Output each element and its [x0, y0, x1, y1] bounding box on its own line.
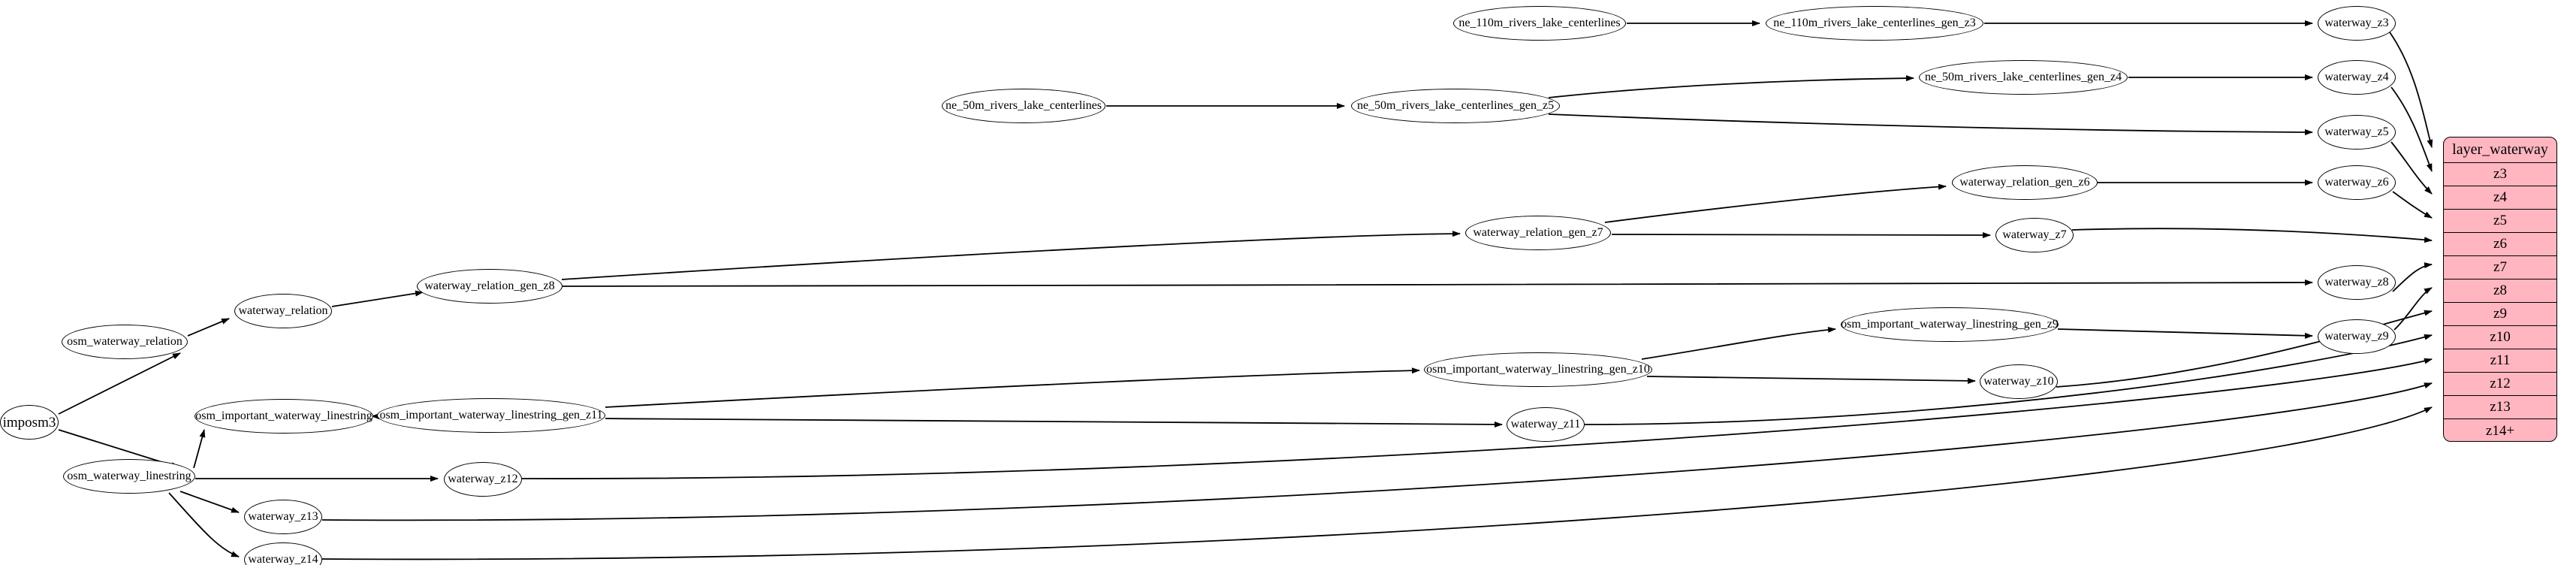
node-label: ne_110m_rivers_lake_centerlines_gen_z3	[1773, 17, 1976, 29]
node-waterway_z14[interactable]: waterway_z14	[244, 542, 322, 565]
table-row-z11[interactable]: z11	[2444, 349, 2556, 373]
edge-waterway_z14-to-table_z14	[321, 406, 2433, 560]
node-label: imposm3	[2, 414, 56, 431]
edge-waterway_relation_gen_z8-to-waterway_z8	[562, 279, 2313, 287]
edge-osm_important_waterway_linestring_gen_z10-to-osm_important_waterway_linestring_gen_z9	[1641, 326, 1836, 360]
node-label: waterway_z3	[2324, 17, 2389, 29]
node-label: ne_50m_rivers_lake_centerlines	[946, 99, 1102, 112]
node-label: osm_important_waterway_linestring	[195, 409, 373, 422]
node-waterway_z9[interactable]: waterway_z9	[2318, 319, 2396, 354]
edge-waterway_relation_gen_z7-to-waterway_z7	[1611, 231, 1991, 238]
edge-waterway_z6-to-table_z6	[2392, 191, 2433, 219]
edge-waterway_z9-to-table_z9	[2394, 287, 2433, 331]
node-osm_important_waterway_linestring[interactable]: osm_important_waterway_linestring	[195, 399, 373, 434]
node-label: osm_important_waterway_linestring_gen_z1…	[1426, 363, 1650, 376]
node-waterway_z13[interactable]: waterway_z13	[244, 500, 322, 534]
edge-osm_important_waterway_linestring_gen_z10-to-waterway_z10	[1646, 376, 1976, 384]
node-label: waterway_z10	[1983, 375, 2054, 388]
edge-ne_50m_rivers_lake_centerlines_gen_z5-to-ne_50m_rivers_lake_centerlines_gen_z4	[1548, 75, 1914, 98]
node-ne_110m_rivers_lake_centerlines_gen_z3[interactable]: ne_110m_rivers_lake_centerlines_gen_z3	[1766, 6, 1983, 41]
node-waterway_relation_gen_z7[interactable]: waterway_relation_gen_z7	[1465, 216, 1611, 250]
node-label: ne_110m_rivers_lake_centerlines	[1458, 17, 1621, 29]
node-imposm3[interactable]: imposm3	[0, 405, 59, 440]
edge-waterway_z8-to-table_z8	[2392, 262, 2433, 292]
node-waterway_z4[interactable]: waterway_z4	[2318, 60, 2396, 95]
node-label: waterway_z14	[248, 553, 318, 565]
edge-waterway_z7-to-table_z7	[2071, 228, 2433, 243]
node-waterway_z12[interactable]: waterway_z12	[444, 462, 522, 497]
edge-osm_waterway_linestring-to-osm_important_waterway_linestring	[193, 429, 206, 469]
node-label: waterway_z4	[2324, 71, 2389, 83]
node-waterway_z5[interactable]: waterway_z5	[2318, 115, 2396, 150]
edge-waterway_relation-to-waterway_relation_gen_z8	[331, 290, 424, 307]
node-waterway_z6[interactable]: waterway_z6	[2318, 165, 2396, 200]
node-waterway_relation_gen_z6[interactable]: waterway_relation_gen_z6	[1952, 165, 2098, 200]
table-row-z10[interactable]: z10	[2444, 326, 2556, 349]
node-osm_important_waterway_linestring_gen_z9[interactable]: osm_important_waterway_linestring_gen_z9	[1841, 307, 2059, 342]
node-waterway_z3[interactable]: waterway_z3	[2318, 6, 2396, 41]
table-row-z8[interactable]: z8	[2444, 279, 2556, 303]
node-label: waterway_z12	[448, 473, 518, 485]
node-label: ne_50m_rivers_lake_centerlines_gen_z4	[1924, 71, 2122, 83]
node-ne_50m_rivers_lake_centerlines_gen_z4[interactable]: ne_50m_rivers_lake_centerlines_gen_z4	[1919, 60, 2128, 95]
table-row-z14plus[interactable]: z14+	[2485, 422, 2515, 439]
node-label: osm_waterway_relation	[67, 335, 182, 348]
edge-imposm3-to-osm_waterway_relation	[58, 352, 181, 415]
table-header: layer_waterway	[2444, 137, 2556, 163]
edge-waterway_z10-to-table_z10	[2056, 310, 2433, 388]
node-waterway_z8[interactable]: waterway_z8	[2318, 265, 2396, 300]
edge-waterway_relation_gen_z8-to-waterway_relation_gen_z7	[561, 231, 1461, 280]
table-row-z5[interactable]: z5	[2444, 210, 2556, 233]
node-osm_waterway_linestring[interactable]: osm_waterway_linestring	[63, 459, 195, 494]
edge-waterway_z4-to-table_z4	[2390, 86, 2433, 172]
node-osm_important_waterway_linestring_gen_z10[interactable]: osm_important_waterway_linestring_gen_z1…	[1424, 352, 1652, 387]
node-waterway_relation[interactable]: waterway_relation	[234, 294, 332, 328]
table-row-z6[interactable]: z6	[2444, 233, 2556, 256]
node-label: ne_50m_rivers_lake_centerlines_gen_z5	[1356, 99, 1555, 112]
edge-ne_50m_rivers_lake_centerlines_gen_z5-to-waterway_z5	[1548, 113, 2313, 135]
node-ne_50m_rivers_lake_centerlines[interactable]: ne_50m_rivers_lake_centerlines	[942, 89, 1106, 123]
edge-osm_waterway_relation-to-waterway_relation	[187, 318, 230, 337]
node-label: waterway_relation_gen_z6	[1959, 176, 2090, 189]
node-label: waterway_z6	[2324, 176, 2389, 189]
node-label: waterway_z9	[2324, 330, 2389, 343]
node-label: waterway_relation_gen_z8	[424, 279, 555, 292]
node-label: waterway_z8	[2324, 276, 2389, 289]
node-label: waterway_z11	[1510, 418, 1581, 431]
table-row-z4[interactable]: z4	[2444, 186, 2556, 210]
node-label: osm_important_waterway_linestring_gen_z9	[1841, 318, 2059, 331]
node-label: waterway_relation	[238, 304, 328, 317]
edge-osm_waterway_linestring-to-waterway_z14	[168, 492, 240, 557]
node-label: waterway_z5	[2324, 125, 2389, 138]
node-waterway_relation_gen_z8[interactable]: waterway_relation_gen_z8	[417, 269, 563, 304]
node-label: waterway_z13	[248, 510, 318, 523]
node-label: waterway_relation_gen_z7	[1473, 226, 1603, 239]
node-waterway_z7[interactable]: waterway_z7	[1995, 218, 2074, 252]
table-row-z13[interactable]: z13	[2444, 396, 2556, 419]
node-ne_50m_rivers_lake_centerlines_gen_z5[interactable]: ne_50m_rivers_lake_centerlines_gen_z5	[1351, 89, 1560, 123]
node-waterway_z11[interactable]: waterway_z11	[1507, 407, 1585, 442]
edge-waterway_z12-to-table_z12	[521, 358, 2433, 479]
edge-waterway_z5-to-table_z5	[2390, 141, 2433, 195]
node-label: osm_waterway_linestring	[67, 470, 192, 482]
node-ne_110m_rivers_lake_centerlines[interactable]: ne_110m_rivers_lake_centerlines	[1453, 6, 1626, 41]
node-waterway_z10[interactable]: waterway_z10	[1980, 364, 2058, 399]
node-label: osm_important_waterway_linestring_gen_z1…	[379, 409, 603, 421]
node-label: waterway_z7	[2002, 228, 2067, 241]
edge-osm_important_waterway_linestring_gen_z11-to-waterway_z11	[605, 418, 1503, 428]
node-osm_important_waterway_linestring_gen_z11[interactable]: osm_important_waterway_linestring_gen_z1…	[377, 398, 605, 433]
edge-osm_important_waterway_linestring_gen_z9-to-waterway_z9	[2057, 328, 2313, 339]
table-row-z7[interactable]: z7	[2444, 256, 2556, 279]
table-row-z12[interactable]: z12	[2444, 373, 2556, 396]
edge-waterway_z3-to-table_z3	[2389, 32, 2433, 148]
node-osm_waterway_relation[interactable]: osm_waterway_relation	[62, 325, 188, 359]
edge-waterway_relation_gen_z7-to-waterway_relation_gen_z6	[1604, 183, 1947, 223]
edge-waterway_z13-to-table_z13	[321, 382, 2433, 521]
table-row-z9[interactable]: z9	[2444, 303, 2556, 326]
edge-osm_waterway_linestring-to-waterway_z13	[179, 491, 240, 513]
table-row-z3[interactable]: z3	[2444, 163, 2556, 186]
edge-osm_important_waterway_linestring_gen_z11-to-osm_important_waterway_linestring_gen_z10	[605, 367, 1420, 408]
